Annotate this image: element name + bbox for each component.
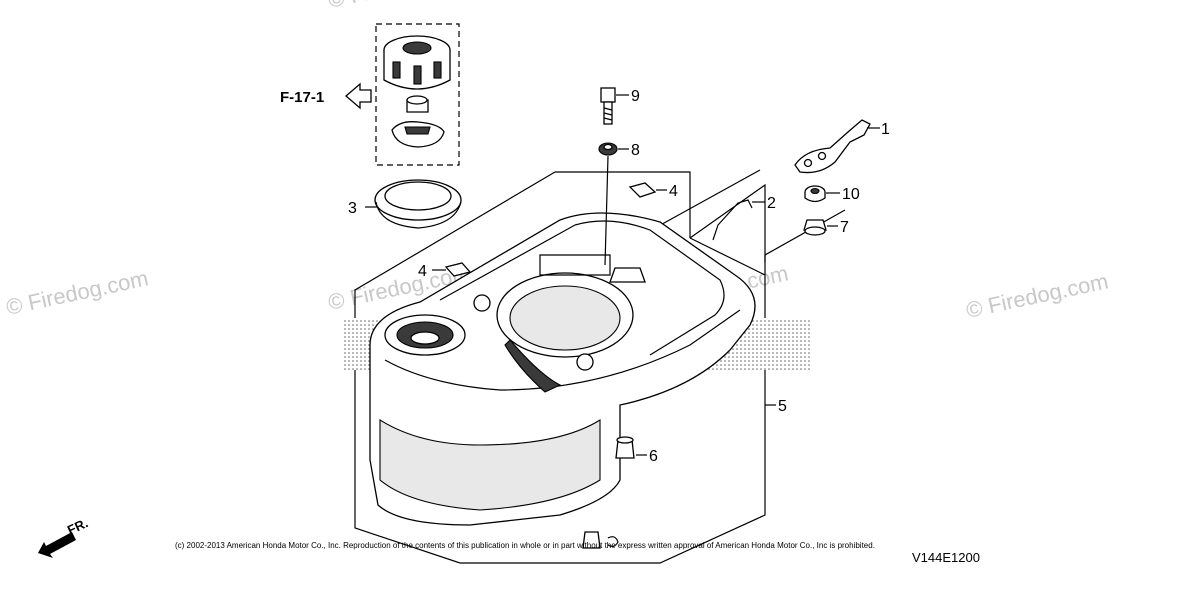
fuel-tank-cover [369, 212, 756, 526]
watermark: © Firedog.com [326, 0, 473, 13]
clip-upper: 4 [628, 182, 678, 200]
part-label-10: 10 [842, 186, 860, 203]
part-label-9: 9 [631, 88, 640, 105]
reference-arrow: F-17-1 [280, 82, 372, 110]
part-label-1: 1 [881, 121, 890, 138]
diagram-code: V144E1200 [912, 550, 980, 565]
bracket: 1 [794, 119, 890, 174]
watermark: © Firedog.com [4, 265, 151, 320]
reference-label: F-17-1 [280, 89, 324, 106]
part-label-4b: 4 [418, 263, 427, 280]
copyright-notice: (c) 2002-2013 American Honda Motor Co., … [175, 541, 875, 550]
spacer: 10 [804, 185, 860, 203]
wire-clip: 2 [712, 195, 776, 241]
front-direction-arrow: FR. [38, 515, 90, 558]
bolt: 9 [600, 87, 640, 125]
washer: 8 [598, 142, 640, 266]
nut: 7 [803, 219, 849, 236]
bottom-fitting [582, 531, 619, 549]
part-label-3: 3 [348, 200, 357, 217]
clip-lower: 4 [418, 262, 472, 280]
direction-label: FR. [65, 515, 90, 537]
part-label-4a: 4 [669, 183, 678, 200]
part-label-2: 2 [767, 195, 776, 212]
fuel-cap-assembly [375, 23, 460, 166]
cover-callout: 5 [765, 398, 787, 415]
filler-seal: 3 [348, 179, 462, 229]
part-label-8: 8 [631, 142, 640, 159]
watermark: © Firedog.com [964, 268, 1111, 323]
part-label-7: 7 [840, 219, 849, 236]
part-label-6: 6 [649, 448, 658, 465]
part-label-5: 5 [778, 398, 787, 415]
grommet: 6 [615, 436, 658, 465]
